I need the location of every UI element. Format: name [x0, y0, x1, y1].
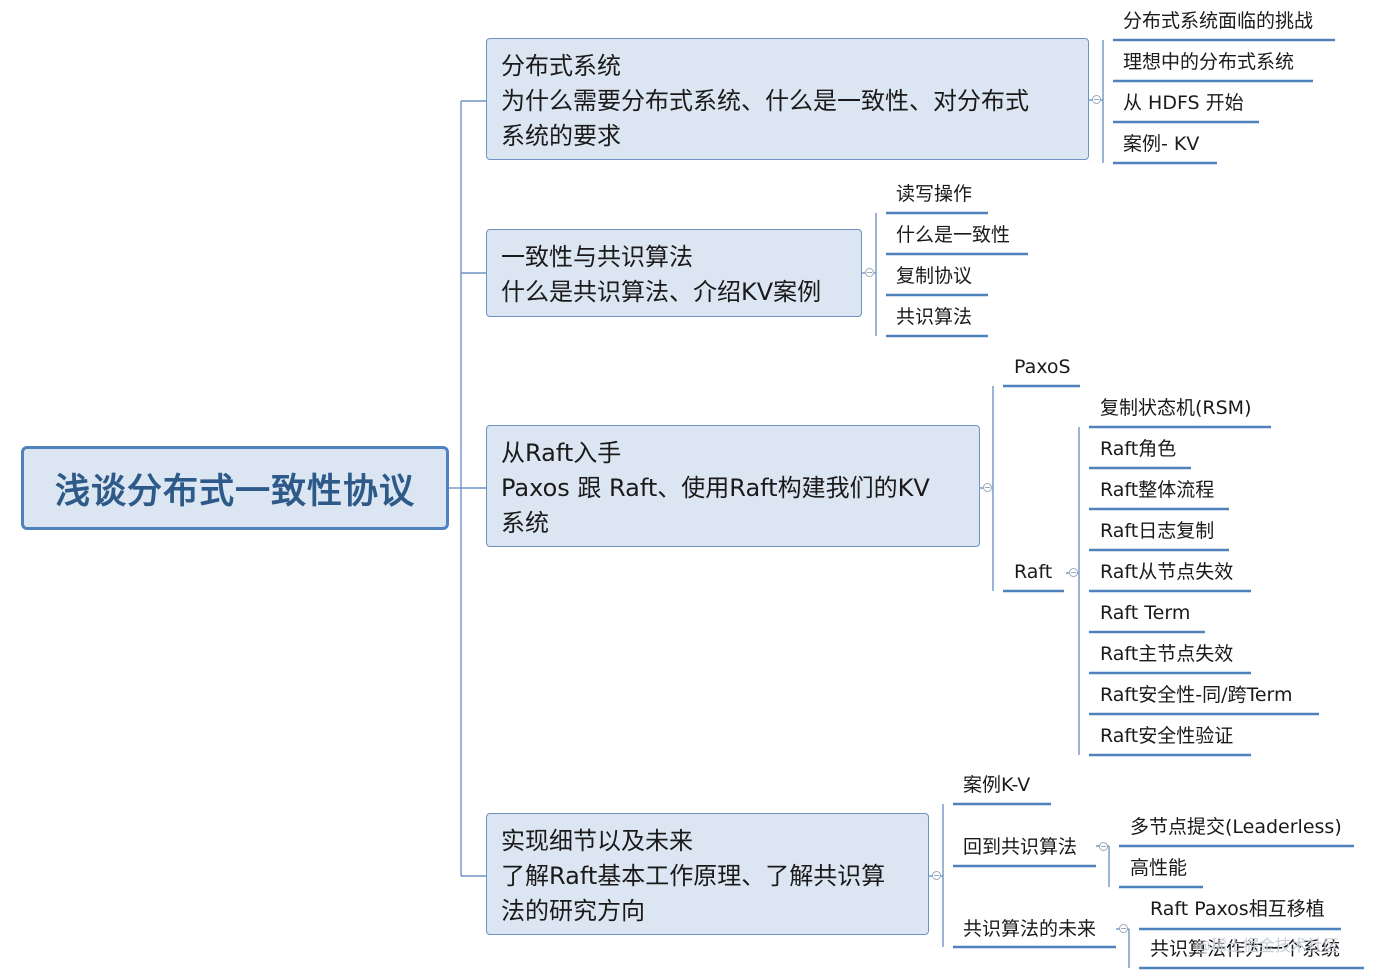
collapse-toggle-icon[interactable] — [1119, 924, 1128, 933]
leaf-node[interactable]: Raft角色 — [1100, 438, 1177, 460]
topic-consensus[interactable]: 一致性与共识算法 什么是共识算法、介绍KV案例 — [486, 229, 862, 317]
leaf-node[interactable]: Raft主节点失效 — [1100, 643, 1234, 665]
leaf-node[interactable]: Raft整体流程 — [1100, 479, 1215, 501]
branch-node-future[interactable]: 共识算法的未来 — [963, 918, 1097, 940]
leaf-node[interactable]: 共识算法 — [896, 306, 973, 328]
topic-desc-line: Paxos 跟 Raft、使用Raft构建我们的KV — [501, 474, 930, 502]
collapse-toggle-icon[interactable] — [1099, 842, 1108, 851]
topic-desc-line: 什么是共识算法、介绍KV案例 — [501, 278, 822, 306]
leaf-node[interactable]: Raft Paxos相互移植 — [1150, 898, 1325, 920]
leaf-node[interactable]: Raft日志复制 — [1100, 520, 1215, 542]
topic-raft[interactable]: 从Raft入手 Paxos 跟 Raft、使用Raft构建我们的KV 系统 — [486, 425, 980, 547]
topic-title: 一致性与共识算法 — [501, 243, 693, 271]
root-title: 浅谈分布式一致性协议 — [54, 471, 415, 512]
collapse-toggle-icon[interactable] — [1092, 95, 1101, 104]
topic-desc-line: 法的研究方向 — [501, 897, 645, 925]
topic-title: 实现细节以及未来 — [501, 827, 693, 855]
root-node[interactable]: 浅谈分布式一致性协议 — [21, 446, 449, 530]
collapse-toggle-icon[interactable] — [983, 483, 992, 492]
topic-desc-line: 了解Raft基本工作原理、了解共识算 — [501, 862, 886, 890]
collapse-toggle-icon[interactable] — [932, 871, 941, 880]
topic-implementation-future[interactable]: 实现细节以及未来 了解Raft基本工作原理、了解共识算 法的研究方向 — [486, 813, 929, 935]
leaf-node[interactable]: Raft安全性-同/跨Term — [1100, 684, 1293, 706]
leaf-node-paxos[interactable]: PaxoS — [1014, 356, 1071, 378]
topic-desc-line: 系统的要求 — [501, 122, 621, 150]
leaf-node[interactable]: 从 HDFS 开始 — [1123, 92, 1244, 114]
leaf-node[interactable]: Raft从节点失效 — [1100, 561, 1234, 583]
watermark: @稀土掘金技术社区 — [1195, 936, 1340, 955]
leaf-node[interactable]: 案例K-V — [963, 774, 1031, 796]
leaf-node[interactable]: 什么是一致性 — [896, 224, 1011, 246]
leaf-node[interactable]: 复制状态机(RSM) — [1100, 397, 1252, 419]
topic-title: 从Raft入手 — [501, 439, 622, 467]
branch-node-consensus[interactable]: 回到共识算法 — [963, 836, 1078, 858]
collapse-toggle-icon[interactable] — [865, 268, 874, 277]
topic-distributed-systems[interactable]: 分布式系统 为什么需要分布式系统、什么是一致性、对分布式 系统的要求 — [486, 38, 1089, 160]
topic-desc-line: 系统 — [501, 509, 549, 537]
topic-title: 分布式系统 — [501, 52, 621, 80]
leaf-node[interactable]: Raft Term — [1100, 602, 1191, 624]
topic-desc-line: 为什么需要分布式系统、什么是一致性、对分布式 — [501, 87, 1029, 115]
leaf-node[interactable]: 读写操作 — [896, 183, 973, 205]
leaf-node[interactable]: 复制协议 — [896, 265, 973, 287]
leaf-node[interactable]: 共识算法作为一个系统 — [1150, 938, 1341, 960]
leaf-node[interactable]: 多节点提交(Leaderless) — [1130, 816, 1342, 838]
leaf-node[interactable]: 高性能 — [1130, 857, 1188, 879]
leaf-node[interactable]: 理想中的分布式系统 — [1123, 51, 1295, 73]
collapse-toggle-icon[interactable] — [1069, 568, 1078, 577]
leaf-node[interactable]: 分布式系统面临的挑战 — [1123, 10, 1314, 32]
leaf-node[interactable]: 案例- KV — [1123, 133, 1200, 155]
leaf-node[interactable]: Raft安全性验证 — [1100, 725, 1234, 747]
branch-node-raft[interactable]: Raft — [1014, 561, 1053, 583]
